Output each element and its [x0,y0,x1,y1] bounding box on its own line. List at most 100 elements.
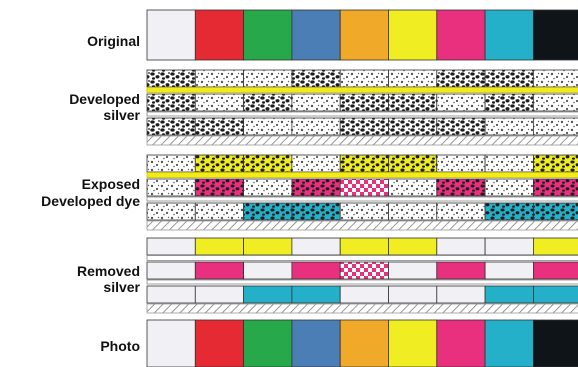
removed-cell-cyan_layer [243,285,293,304]
dye-cell-yellow_layer [194,154,245,173]
silver-cell-top_layer [484,69,534,88]
photo-patch-magenta [436,319,486,367]
dye-cell-magenta_layer [243,178,293,197]
silver-cell-middle_layer [533,93,578,112]
silver-cell-top_layer [339,69,389,88]
developed-silver-base [146,135,578,146]
removed-silver-base [146,303,578,314]
photo-patch-orange [339,319,389,367]
removed-cell-yellow_layer [484,237,534,256]
dye-cell-cyan_layer [291,202,341,221]
removed-cell-cyan_layer [533,285,578,304]
developed-silver-yellow-filter [146,87,578,93]
removed-cell-yellow_layer [291,237,341,256]
label-developed-silver-line2: silver [103,107,140,123]
removed-cell-yellow_layer [243,237,293,256]
dye-cell-magenta_layer [436,178,486,197]
dye-cell-cyan_layer [146,202,196,221]
removed-cell-magenta_layer [436,261,486,280]
removed-cell-cyan_layer [194,285,245,304]
silver-cell-bottom_layer [339,117,389,136]
exposed-dye-yellow-filter [146,172,578,178]
label-developed-silver-line1: Developed [69,91,140,107]
removed-cell-magenta_layer [388,261,438,280]
silver-cell-top_layer [243,69,293,88]
original-patch-red [194,9,245,61]
removed-gap-1 [146,255,578,261]
dye-cell-cyan_layer [388,202,438,221]
label-removed: Removed [76,263,140,279]
removed-cell-cyan_layer [436,285,486,304]
silver-cell-bottom_layer [533,117,578,136]
silver-cell-bottom_layer [484,117,534,136]
removed-cell-yellow_layer [533,237,578,256]
dye-cell-magenta_layer [388,178,438,197]
silver-cell-bottom_layer [291,117,341,136]
removed-cell-magenta_layer [243,261,293,280]
exposed-dye-base [146,220,578,231]
dye-cell-cyan_layer [533,202,578,221]
silver-cell-middle_layer [388,93,438,112]
silver-cell-top_layer [436,69,486,88]
removed-cell-magenta_layer [339,261,389,280]
photo-patch-cyan [484,319,534,367]
removed-cell-cyan_layer [291,285,341,304]
removed-cell-magenta_layer [146,261,196,280]
removed-cell-cyan_layer [484,285,534,304]
removed-cell-yellow_layer [146,237,196,256]
developed-silver-gap [146,111,578,117]
removed-cell-magenta_layer [194,261,245,280]
silver-cell-bottom_layer [388,117,438,136]
dye-cell-yellow_layer [146,154,196,173]
removed-cell-cyan_layer [388,285,438,304]
silver-cell-top_layer [194,69,245,88]
original-patch-white [146,9,196,61]
silver-cell-top_layer [146,69,196,88]
photo-patch-blue [291,319,341,367]
dye-cell-yellow_layer [291,154,341,173]
label-photo: Photo [100,338,140,354]
dye-cell-magenta_layer [339,178,389,197]
dye-cell-magenta_layer [194,178,245,197]
label-original: Original [87,33,140,49]
dye-cell-magenta_layer [484,178,534,197]
dye-cell-yellow_layer [339,154,389,173]
silver-cell-middle_layer [436,93,486,112]
removed-cell-magenta_layer [533,261,578,280]
silver-cell-top_layer [533,69,578,88]
removed-cell-magenta_layer [484,261,534,280]
original-patch-cyan [484,9,534,61]
original-patch-orange [339,9,389,61]
removed-cell-yellow_layer [388,237,438,256]
silver-cell-top_layer [388,69,438,88]
dye-cell-magenta_layer [533,178,578,197]
exposed-dye-gap [146,196,578,202]
dye-cell-yellow_layer [484,154,534,173]
photo-patch-green [243,319,293,367]
original-patch-green [243,9,293,61]
silver-cell-middle_layer [484,93,534,112]
dye-cell-yellow_layer [243,154,293,173]
original-patch-blue [291,9,341,61]
dye-cell-yellow_layer [388,154,438,173]
photo-patch-black [533,319,578,367]
removed-cell-cyan_layer [339,285,389,304]
label-exposed: Exposed [81,176,140,192]
removed-gap-2 [146,279,578,285]
removed-cell-magenta_layer [291,261,341,280]
silver-cell-middle_layer [194,93,245,112]
silver-cell-middle_layer [291,93,341,112]
dye-cell-magenta_layer [291,178,341,197]
photo-patch-white [146,319,196,367]
photo-patch-red [194,319,245,367]
dye-cell-yellow_layer [436,154,486,173]
silver-cell-bottom_layer [146,117,196,136]
dye-cell-cyan_layer [243,202,293,221]
silver-cell-top_layer [291,69,341,88]
silver-cell-bottom_layer [436,117,486,136]
silver-cell-middle_layer [146,93,196,112]
dye-cell-magenta_layer [146,178,196,197]
silver-cell-bottom_layer [243,117,293,136]
